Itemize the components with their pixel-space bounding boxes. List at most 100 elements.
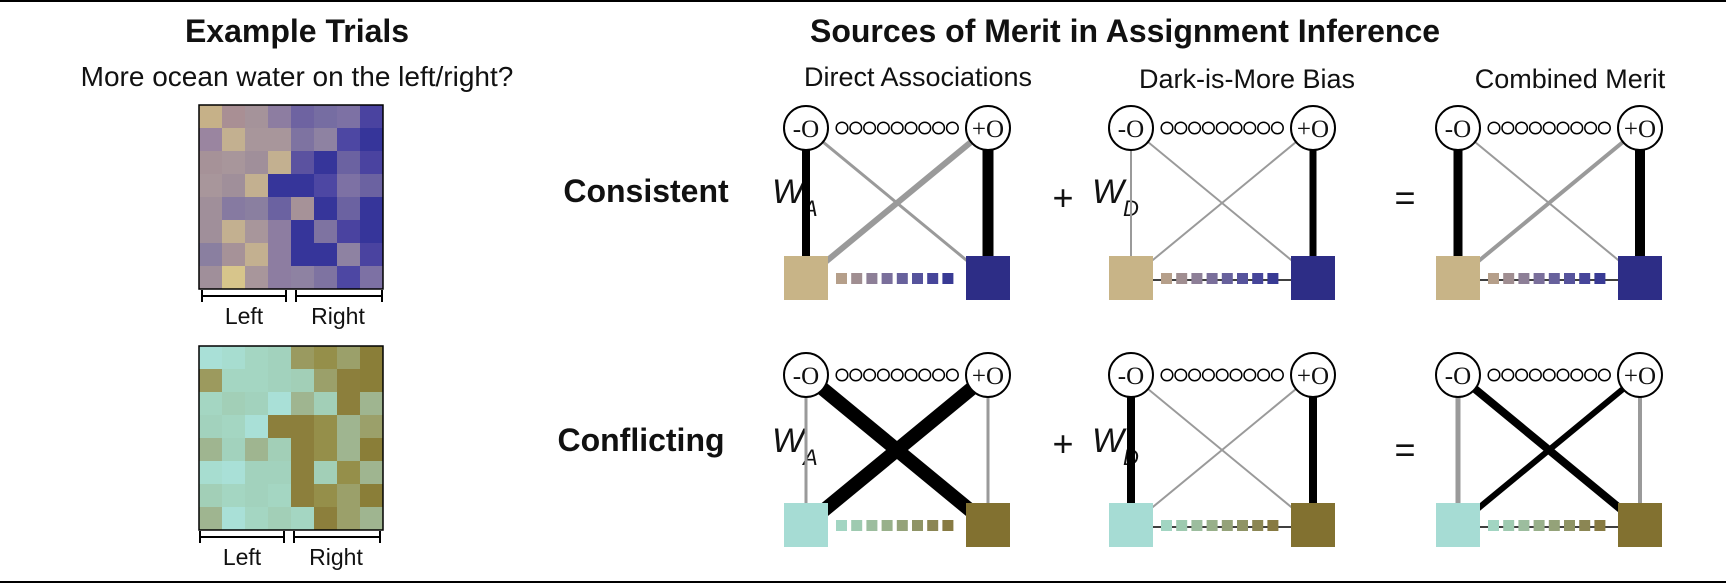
color-chain bbox=[836, 520, 954, 531]
grid-cell bbox=[291, 415, 315, 439]
question-text: More ocean water on the left/right? bbox=[81, 61, 514, 92]
edge-pos-light bbox=[1130, 374, 1314, 526]
grid-cell bbox=[314, 105, 338, 129]
node-pos-outcome: +O bbox=[965, 105, 1011, 151]
grid-cell bbox=[245, 128, 269, 152]
grid-cell bbox=[245, 346, 269, 370]
node-pos-outcome: +O bbox=[965, 352, 1011, 398]
svg-text:-O: -O bbox=[793, 363, 819, 390]
col-dark-is-more: Dark-is-More Bias bbox=[1139, 64, 1355, 94]
grid-cell bbox=[222, 461, 246, 485]
grid-cell bbox=[199, 266, 223, 290]
grid-cell bbox=[291, 461, 315, 485]
grid-cell bbox=[291, 438, 315, 462]
example-trials-title: Example Trials bbox=[185, 13, 409, 49]
grid-cell bbox=[268, 484, 292, 508]
grid-cell bbox=[222, 484, 246, 508]
dark-color-square bbox=[1291, 503, 1335, 547]
grid-cell bbox=[268, 507, 292, 531]
grid-cell bbox=[268, 392, 292, 416]
grid-cell bbox=[360, 197, 384, 221]
panel-consistent-direct: -O+O bbox=[783, 105, 1011, 300]
node-pos-outcome: +O bbox=[1290, 105, 1336, 151]
grid-cell bbox=[337, 369, 361, 393]
node-pos-outcome: +O bbox=[1617, 105, 1663, 151]
grid-cell bbox=[222, 392, 246, 416]
panel-conflicting-combined: -O+O bbox=[1435, 352, 1663, 547]
grid-cell bbox=[245, 461, 269, 485]
col-direct-associations: Direct Associations bbox=[804, 62, 1032, 92]
grid-cell bbox=[360, 461, 384, 485]
example-grid-ocean bbox=[198, 104, 384, 290]
node-neg-outcome: -O bbox=[1435, 105, 1481, 151]
grid-cell bbox=[337, 105, 361, 129]
grid-cell bbox=[222, 346, 246, 370]
grid-cell bbox=[199, 174, 223, 198]
grid-cell bbox=[199, 369, 223, 393]
grid-cell bbox=[222, 415, 246, 439]
grid-cell bbox=[245, 174, 269, 198]
grid-cell bbox=[337, 243, 361, 267]
panel-consistent-combined: -O +O bbox=[1435, 105, 1663, 300]
grid-cell bbox=[360, 484, 384, 508]
grid-cell bbox=[245, 392, 269, 416]
grid-cell bbox=[337, 174, 361, 198]
grid-cell bbox=[337, 461, 361, 485]
color-chain bbox=[1478, 273, 1620, 284]
left-label-top: Left bbox=[225, 303, 264, 329]
grid-cell bbox=[268, 151, 292, 175]
dark-color-square bbox=[966, 503, 1010, 547]
grid-cell bbox=[222, 197, 246, 221]
grid-cell bbox=[268, 174, 292, 198]
node-neg-outcome: -O bbox=[783, 352, 829, 398]
grid-cell bbox=[314, 151, 338, 175]
plus-consistent: + bbox=[1052, 177, 1073, 218]
grid-cell bbox=[199, 346, 223, 370]
node-neg-outcome: -O bbox=[1108, 105, 1154, 151]
svg-text:W: W bbox=[1092, 422, 1127, 460]
grid-cell bbox=[245, 438, 269, 462]
grid-cell bbox=[314, 415, 338, 439]
edge-pos-light bbox=[1456, 126, 1642, 280]
panel-conflicting-direct: -O +O bbox=[783, 352, 1011, 547]
grid-cell bbox=[291, 197, 315, 221]
grid-cell bbox=[337, 438, 361, 462]
grid-cell bbox=[268, 105, 292, 129]
grid-cell bbox=[245, 220, 269, 244]
color-chain bbox=[1151, 520, 1293, 531]
color-chain bbox=[1151, 273, 1293, 284]
grid-cell bbox=[222, 105, 246, 129]
light-color-square bbox=[1436, 256, 1480, 300]
grid-cell bbox=[291, 243, 315, 267]
svg-text:A: A bbox=[801, 445, 818, 470]
grid-cell bbox=[337, 220, 361, 244]
color-chain bbox=[836, 273, 954, 284]
light-color-square bbox=[784, 503, 828, 547]
grid-cell bbox=[291, 174, 315, 198]
svg-text:+O: +O bbox=[1297, 363, 1329, 390]
grid-cell bbox=[245, 197, 269, 221]
grid-cell bbox=[268, 461, 292, 485]
svg-text:W: W bbox=[1092, 173, 1127, 211]
dark-color-square bbox=[1291, 256, 1335, 300]
grid-cell bbox=[360, 415, 384, 439]
grid-cell bbox=[199, 105, 223, 129]
grid-cell bbox=[199, 392, 223, 416]
edge-pos-light bbox=[801, 369, 993, 531]
row-consistent: Consistent bbox=[563, 173, 729, 209]
grid-cell bbox=[199, 220, 223, 244]
merit-panels: -O+O-O+O-O+O-O+O-O+O-O+O bbox=[783, 105, 1663, 547]
outcome-chain bbox=[1487, 368, 1611, 382]
plus-conflicting: + bbox=[1052, 423, 1073, 464]
grid-cell bbox=[314, 243, 338, 267]
grid-cell bbox=[268, 346, 292, 370]
grid-cell bbox=[360, 507, 384, 531]
edge-pos-light bbox=[1130, 127, 1314, 279]
left-label-bottom: Left bbox=[223, 544, 262, 570]
grid-cell bbox=[268, 128, 292, 152]
grid-cell bbox=[222, 128, 246, 152]
col-combined-merit: Combined Merit bbox=[1475, 64, 1666, 94]
svg-text:+O: +O bbox=[972, 363, 1004, 390]
grid-cell bbox=[360, 266, 384, 290]
